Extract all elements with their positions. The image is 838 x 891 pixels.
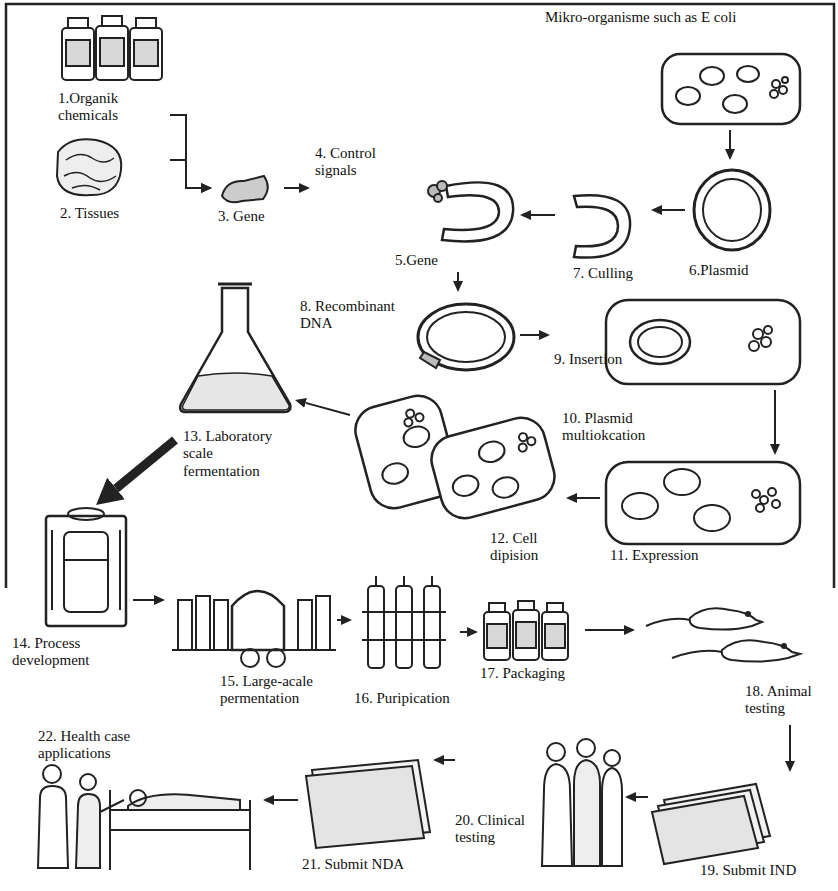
step-label: 19. Submit IND [700,862,825,879]
step-node: 14. Process development [8,505,133,675]
document-stack [306,760,430,848]
flow-arrow [789,725,791,761]
step-node: 16. Puripication [352,574,460,715]
dividing-cells [350,390,560,523]
clinicians [542,739,622,866]
step-label: 22. Health case applications [38,728,168,763]
step-label: 7. Culling [573,265,649,282]
step-label: 1.Organik chemicals [58,90,158,125]
step-label: 6.Plasmid [689,262,783,279]
step-label: 5.Gene [395,252,467,269]
step-node: Mikro-organisme such as E coli [540,5,830,130]
flow-arrow [577,497,600,499]
flow-arrow [531,214,555,216]
step-label: Mikro-organisme such as E coli [545,9,815,26]
flow-arrow [444,759,455,761]
step-node: 1.Organik chemicals [50,8,170,130]
flow-arrow [662,209,685,211]
step-label: 9. Insertion [554,351,649,368]
step-label: 20. Clinical testing [455,812,533,847]
flow-arrow [585,629,624,631]
flow-arrow [116,440,175,489]
step-node: 15. Large-acale permentation [165,570,337,715]
step-label: 2. Tissues [60,205,165,222]
step-node: 9. Insertion [550,295,805,390]
step-label: 4. Control signals [315,145,405,180]
step-label: 12. Cell dipision [490,530,564,565]
purification-columns [362,576,446,668]
flow-arrow [170,115,201,188]
flow-arrow [460,631,467,633]
step-node: 13. Laboratory scale fermentation [175,278,295,503]
step-label: 11. Expression [610,547,750,564]
step-label: 13. Laboratory scale fermentation [183,428,293,480]
flow-arrow [520,334,539,336]
step-node: 21. Submit NDA [298,752,433,885]
step-label: 3. Gene [218,208,282,225]
gene-fragment [222,176,268,202]
step-node: 19. Submit IND [648,772,828,884]
lab-flask [180,284,290,412]
step-node: 3. Gene [212,172,284,228]
expressing-cell [606,462,800,544]
step-node: 11. Expression [600,455,805,570]
host-cell [606,300,800,384]
flow-arrow [306,403,350,415]
cut-plasmid-with-gene [428,181,513,241]
test-mice [646,608,800,661]
step-node: 12. Cell dipision [350,395,566,571]
fermentation-plant [172,591,336,667]
step-node: 8. Recombinant DNA [298,292,520,377]
flow-arrow [729,130,731,149]
flow-arrow [774,390,776,444]
step-label: 8. Recombinant DNA [300,298,412,333]
step-label: 21. Submit NDA [302,856,430,873]
flow-arrow [457,272,459,281]
step-node: 17. Packaging [478,595,585,690]
step-label: 15. Large-acale permentation [220,673,335,708]
flow-arrow [284,187,299,189]
flow-arrow [170,160,201,188]
step-node: 18. Animal testing [635,595,830,725]
step-node: 7. Culling [555,185,651,285]
step-label: 16. Puripication [354,690,458,707]
recombinant-ring [418,304,514,370]
step-node: 6.Plasmid [685,160,785,285]
flow-arrow [133,599,154,601]
cut-plasmid [574,195,630,257]
product-bottles [484,601,568,660]
step-node: 4. Control signals 5.Gene [310,140,520,272]
bioreactor [46,508,126,626]
hospital-scene [38,765,250,870]
step-node: 2. Tissues [50,135,170,227]
document-stack [652,784,770,864]
step-node: 22. Health case applications [8,725,263,875]
tissue-sample [57,139,121,195]
step-node: 20. Clinical testing [455,735,625,870]
step-label: 17. Packaging [480,665,583,682]
flow-arrow [337,619,341,621]
step-label: 18. Animal testing [745,683,827,718]
step-label: 14. Process development [12,635,122,670]
bacterium-cell [662,54,800,124]
flow-arrow [636,796,648,798]
edge-label: 10. Plasmid multiokcation [560,410,714,445]
plasmid-ring [694,170,770,250]
flow-arrow [274,799,298,801]
chemical-bottles [62,16,162,80]
